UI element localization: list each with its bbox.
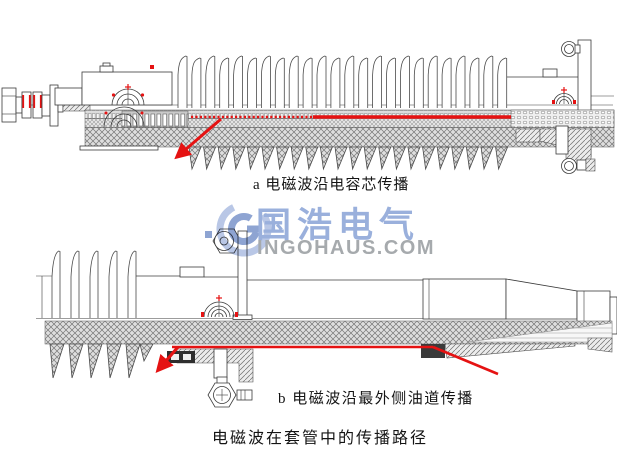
spring-dome-b bbox=[201, 295, 238, 318]
vertical-rod-b bbox=[237, 230, 248, 320]
sheds-lower-a bbox=[188, 146, 509, 171]
figure-a-label: a 电磁波沿电容芯传播 bbox=[253, 177, 410, 193]
head-housing-a bbox=[54, 62, 173, 145]
sheds-lower-b bbox=[49, 343, 141, 379]
figure-a-drawing bbox=[1, 39, 615, 174]
propagation-path-b bbox=[155, 345, 499, 376]
red-arrow-b bbox=[155, 345, 180, 373]
figure-caption: 电磁波在套管中的传播路径 bbox=[212, 430, 429, 447]
figure-b-label: b 电磁波沿最外侧油道传播 bbox=[278, 391, 474, 407]
capacitor-core-band-a bbox=[79, 106, 615, 151]
sheds-upper-a bbox=[177, 55, 508, 108]
red-arrow-a bbox=[174, 117, 222, 160]
lower-supports-a bbox=[515, 125, 596, 174]
figure-b-drawing bbox=[36, 228, 617, 408]
mounting-bracket-b bbox=[167, 348, 254, 408]
red-pointer-line-b bbox=[432, 345, 499, 376]
propagation-path-a bbox=[174, 115, 511, 160]
terminal-end-a bbox=[1, 84, 91, 127]
capacitor-core-band-b bbox=[44, 320, 613, 359]
taper-cone-b bbox=[505, 278, 578, 320]
sheds-upper-b bbox=[51, 250, 137, 318]
